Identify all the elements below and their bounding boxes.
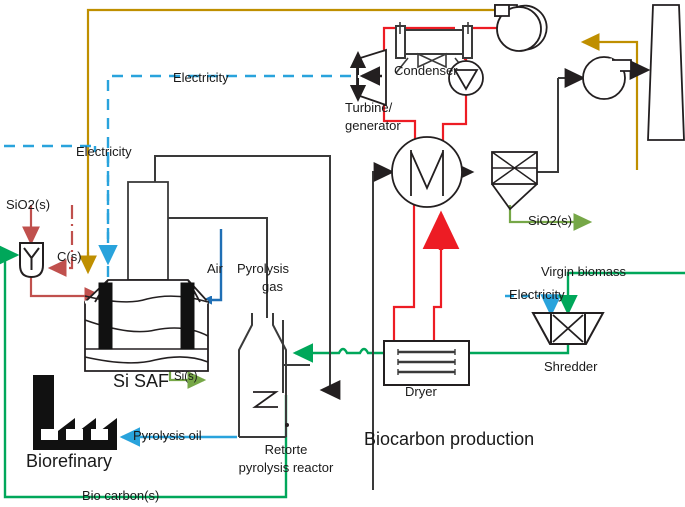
label-si-product: Si(s) [174, 371, 198, 383]
label-si-saf: Si SAF [113, 371, 170, 391]
equipment-pump[interactable] [448, 60, 484, 96]
equipment-biorefinery-icon [33, 375, 117, 450]
label-turbine-line1: Turbine/ [345, 100, 393, 115]
label-shredder: Shredder [544, 359, 598, 374]
stream-carbon-reddash [47, 205, 74, 278]
label-bio-carbon: Bio carbon(s) [82, 488, 160, 503]
equipment-dryer[interactable] [383, 340, 470, 386]
stream-saf-offgas-gold [78, 8, 639, 275]
label-turbine-line2: generator [345, 118, 401, 133]
label-sio2-inlet: SiO2(s) [6, 197, 51, 212]
equipment-mixer[interactable] [19, 242, 44, 279]
label-electricity-left: Electricity [76, 144, 132, 159]
equipment-cyclone[interactable] [491, 151, 538, 211]
equipment-condenser[interactable] [395, 22, 473, 74]
equipment-turbine-generator[interactable] [349, 48, 387, 107]
equipment-blower-stack[interactable] [582, 56, 632, 100]
label-pyrolysis-gas-line1: Pyrolysis [237, 261, 290, 276]
label-retort-line2: pyrolysis reactor [238, 460, 334, 475]
label-air: Air [207, 261, 223, 276]
label-pyrolysis-oil: Pyrolysis oil [133, 428, 202, 443]
label-biorefinery: Biorefinary [26, 451, 113, 471]
label-dryer: Dryer [405, 384, 437, 399]
stream-sio2-red [21, 205, 104, 306]
label-retort-line1: Retorte [264, 442, 308, 457]
label-section-biocarbon-production: Biocarbon production [364, 429, 535, 449]
equipment-si-saf[interactable] [84, 181, 209, 372]
label-carbon-inlet: C(s) [57, 249, 82, 264]
equipment-boiler[interactable] [391, 136, 463, 208]
equipment-blower-top[interactable] [494, 4, 548, 52]
stream-air-blue [203, 229, 223, 300]
equipment-stack [647, 4, 685, 141]
label-electricity-shredder: Electricity [509, 287, 565, 302]
stream-pyrolysis-gas-black [147, 60, 651, 490]
label-virgin-biomass: Virgin biomass [541, 264, 627, 279]
equipment-retort-reactor[interactable] [238, 313, 289, 438]
label-sio2-outlet: SiO2(s) [528, 213, 573, 228]
label-electricity-top: Electricity [173, 70, 229, 85]
stream-products-olive [168, 205, 593, 390]
equipment-shredder[interactable] [531, 312, 605, 345]
label-pyrolysis-gas-line2: gas [262, 279, 283, 294]
label-condenser: Condenser [394, 63, 458, 78]
